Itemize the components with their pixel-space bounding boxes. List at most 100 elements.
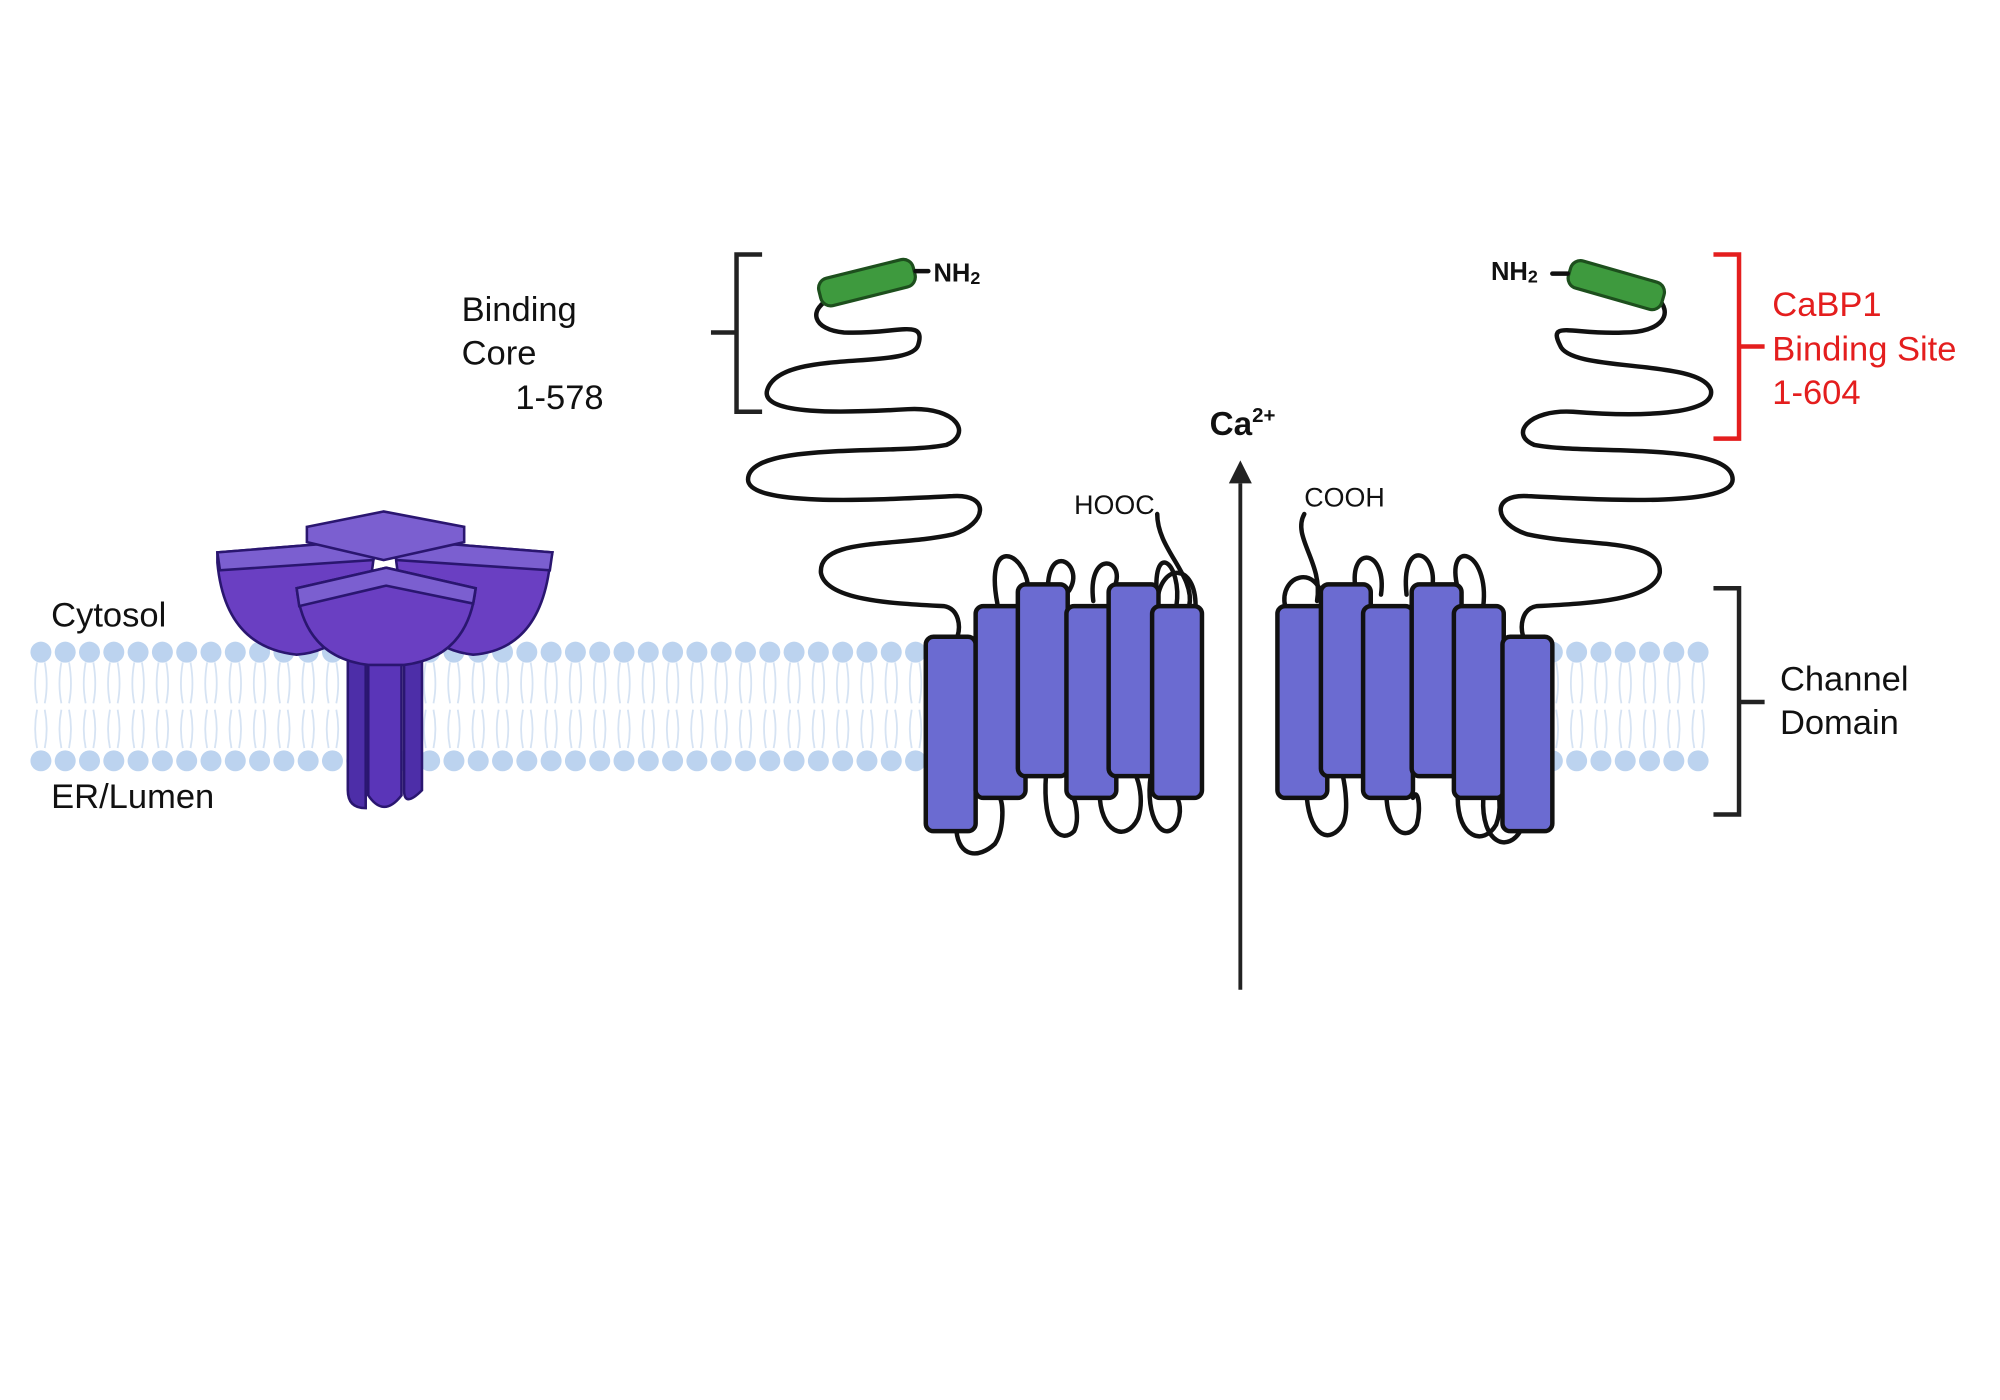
lipid-head <box>176 750 198 772</box>
lipid-head <box>880 750 902 772</box>
lipid-head <box>443 750 465 772</box>
lipid-head <box>249 750 271 772</box>
lipid-head <box>637 641 659 663</box>
lipid-tail <box>1667 662 1681 749</box>
lipid-head <box>589 750 611 772</box>
lipid-tail <box>1691 662 1705 749</box>
lipid-head <box>734 750 756 772</box>
lipid-head <box>1614 641 1636 663</box>
lipid-head <box>1687 750 1709 772</box>
lipid-head <box>1590 750 1612 772</box>
left-n-terminal-helix <box>816 257 931 308</box>
lipid-tail <box>544 662 558 749</box>
lipid-tail <box>811 662 826 749</box>
lipid-head <box>564 750 586 772</box>
lipid-head <box>1614 750 1636 772</box>
lipid-tail <box>325 662 340 749</box>
lipid-tail <box>107 662 121 749</box>
lipid-head <box>759 641 781 663</box>
calcium-ion-label: Ca2+ <box>1210 404 1276 443</box>
lipid-tail <box>593 662 607 749</box>
lipid-head <box>856 641 878 663</box>
lipid-head <box>297 750 319 772</box>
lipid-tail <box>180 662 194 749</box>
lipid-head <box>151 641 173 663</box>
left-channel-transmembrane-helices <box>923 582 1205 834</box>
binding-core-label-line1: Binding <box>462 291 577 329</box>
lipid-head <box>54 641 76 663</box>
receptor-icon <box>215 510 554 810</box>
lipid-head <box>710 641 732 663</box>
lipid-head <box>224 750 246 772</box>
lipid-head <box>710 750 732 772</box>
cooh-label: COOH <box>1304 482 1385 512</box>
channel-domain-bracket <box>1713 585 1765 817</box>
lipid-tail <box>82 662 97 749</box>
lipid-tail <box>1594 662 1608 749</box>
lipid-head <box>540 750 562 772</box>
lipid-tail <box>277 662 291 749</box>
lipid-tail <box>252 662 267 749</box>
lipid-head <box>321 750 343 772</box>
lipid-head <box>905 641 927 663</box>
lipid-tail <box>908 662 923 749</box>
lipid-head <box>1590 641 1612 663</box>
lipid-head <box>613 641 635 663</box>
binding-core-range: 1-578 <box>515 379 603 417</box>
lipid-head <box>79 641 100 663</box>
lipid-head <box>30 641 52 663</box>
lipid-tail <box>617 662 631 749</box>
lipid-head <box>492 750 514 772</box>
right-subunit-n-terminal-loop <box>1282 294 1735 845</box>
lipid-head <box>783 750 805 772</box>
lipid-head <box>103 750 125 772</box>
lipid-head <box>1663 641 1685 663</box>
hooc-label: HOOC <box>1074 490 1155 520</box>
lipid-head <box>734 641 756 663</box>
lipid-tail <box>520 662 534 749</box>
lipid-tail <box>155 662 170 749</box>
lipid-head <box>759 750 781 772</box>
lipid-head <box>200 641 222 663</box>
lipid-bilayer <box>30 641 1709 772</box>
lipid-head <box>103 641 125 663</box>
right-channel-transmembrane-helices <box>1275 582 1555 834</box>
lipid-tail <box>763 662 777 749</box>
lipid-head <box>419 750 441 772</box>
lipid-head <box>1663 750 1685 772</box>
binding-core-label-line2: Core <box>462 334 537 372</box>
right-n-terminal-helix <box>1550 259 1667 312</box>
lipid-head <box>783 641 805 663</box>
lipid-tail <box>1618 662 1632 749</box>
lipid-tail <box>690 662 704 749</box>
lipid-tail <box>738 662 753 749</box>
up-arrow-icon <box>1228 460 1252 990</box>
lipid-tail <box>131 662 145 749</box>
lipid-head <box>273 750 295 772</box>
binding-core-bracket <box>710 252 763 414</box>
lipid-tail <box>1642 662 1657 749</box>
lipid-tail <box>58 662 72 749</box>
lipid-head <box>832 641 854 663</box>
lipid-head <box>79 750 100 772</box>
lipid-head <box>662 750 684 772</box>
lipid-head <box>516 641 538 663</box>
lipid-head <box>54 750 76 772</box>
lipid-head <box>30 750 52 772</box>
lipid-head <box>1566 641 1588 663</box>
lipid-head <box>564 641 586 663</box>
channel-domain-label-line1: Channel <box>1780 660 1909 698</box>
lipid-tail <box>860 662 874 749</box>
lipid-head <box>540 641 562 663</box>
lipid-tail <box>301 662 315 749</box>
lipid-tail <box>447 662 461 749</box>
nh2-left-label: NH2 <box>933 259 980 288</box>
lipid-tail <box>836 662 850 749</box>
lipid-head <box>127 750 149 772</box>
lipid-head <box>807 641 829 663</box>
lipid-head <box>856 750 878 772</box>
cabp1-label-line1: CaBP1 <box>1772 286 1881 324</box>
cabp1-bracket <box>1713 252 1765 441</box>
lipid-head <box>662 641 684 663</box>
